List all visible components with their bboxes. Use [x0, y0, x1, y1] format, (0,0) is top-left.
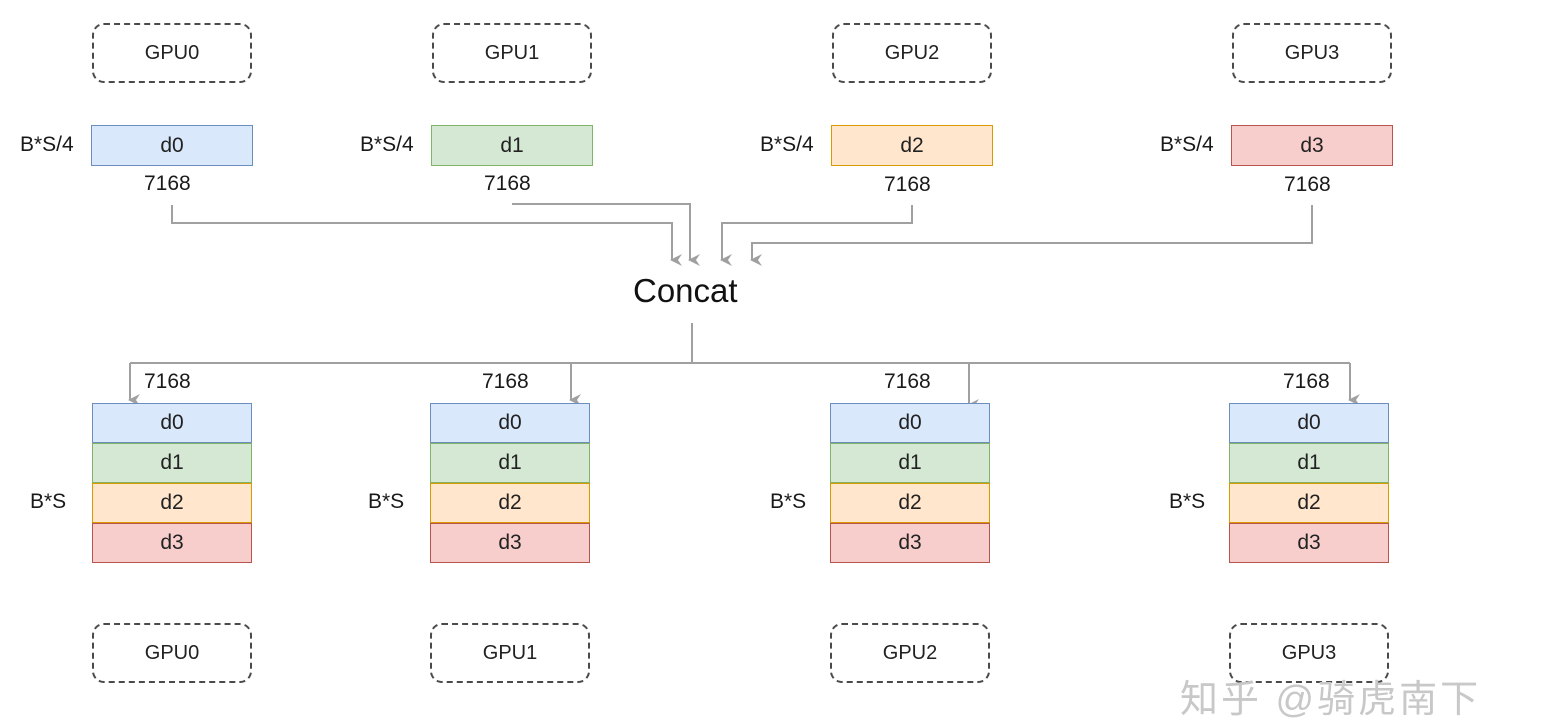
watermark-text: 知乎 @骑虎南下: [1180, 679, 1482, 721]
output-3-cell-d1: d1: [1229, 443, 1389, 483]
input-shard-d3: d3: [1231, 125, 1393, 166]
shard-width-label-0: 7168: [144, 172, 191, 195]
output-1-cell-d1: d1: [430, 443, 590, 483]
output-1-cell-d0: d0: [430, 403, 590, 443]
output-2-cell-d0: d0: [830, 403, 990, 443]
shard-width-label-1: 7168: [484, 172, 531, 195]
input-shard-d2: d2: [831, 125, 993, 166]
output-width-label-0: 7168: [144, 370, 191, 393]
output-3-cell-d0: d0: [1229, 403, 1389, 443]
output-0-cell-d3: d3: [92, 523, 252, 563]
output-0-cell-d0: d0: [92, 403, 252, 443]
output-rows-label-3: B*S: [1169, 490, 1206, 513]
output-width-label-1: 7168: [482, 370, 529, 393]
output-2-cell-d3: d3: [830, 523, 990, 563]
output-1-cell-d2: d2: [430, 483, 590, 523]
concat-operation-label: Concat: [633, 272, 738, 309]
output-rows-label-1: B*S: [368, 490, 405, 513]
output-rows-label-0: B*S: [30, 490, 67, 513]
output-3-cell-d2: d2: [1229, 483, 1389, 523]
shard-rows-label-1: B*S/4: [360, 133, 414, 156]
top-gpu-0: GPU0: [92, 23, 252, 83]
output-rows-label-2: B*S: [770, 490, 807, 513]
output-2-cell-d2: d2: [830, 483, 990, 523]
input-shard-d1: d1: [431, 125, 593, 166]
output-1-cell-d3: d3: [430, 523, 590, 563]
shard-rows-label-2: B*S/4: [760, 133, 814, 156]
wire-d0-to-concat: [171, 205, 682, 266]
output-width-label-3: 7168: [1283, 370, 1330, 393]
bottom-gpu-1: GPU1: [430, 623, 590, 683]
output-3-cell-d3: d3: [1229, 523, 1389, 563]
output-width-label-2: 7168: [884, 370, 931, 393]
shard-width-label-2: 7168: [884, 173, 931, 196]
input-shard-d0: d0: [91, 125, 253, 166]
top-gpu-2: GPU2: [832, 23, 992, 83]
bottom-gpu-0: GPU0: [92, 623, 252, 683]
top-gpu-1: GPU1: [432, 23, 592, 83]
output-2-cell-d1: d1: [830, 443, 990, 483]
output-0-cell-d2: d2: [92, 483, 252, 523]
shard-width-label-3: 7168: [1284, 173, 1331, 196]
shard-rows-label-3: B*S/4: [1160, 133, 1214, 156]
bottom-gpu-3: GPU3: [1229, 623, 1389, 683]
shard-rows-label-0: B*S/4: [20, 133, 74, 156]
output-0-cell-d1: d1: [92, 443, 252, 483]
wire-d3-to-concat: [750, 205, 1313, 266]
top-gpu-3: GPU3: [1232, 23, 1392, 83]
wire-d1-to-concat: [512, 203, 700, 266]
bottom-gpu-2: GPU2: [830, 623, 990, 683]
wire-d2-to-concat: [720, 205, 913, 266]
